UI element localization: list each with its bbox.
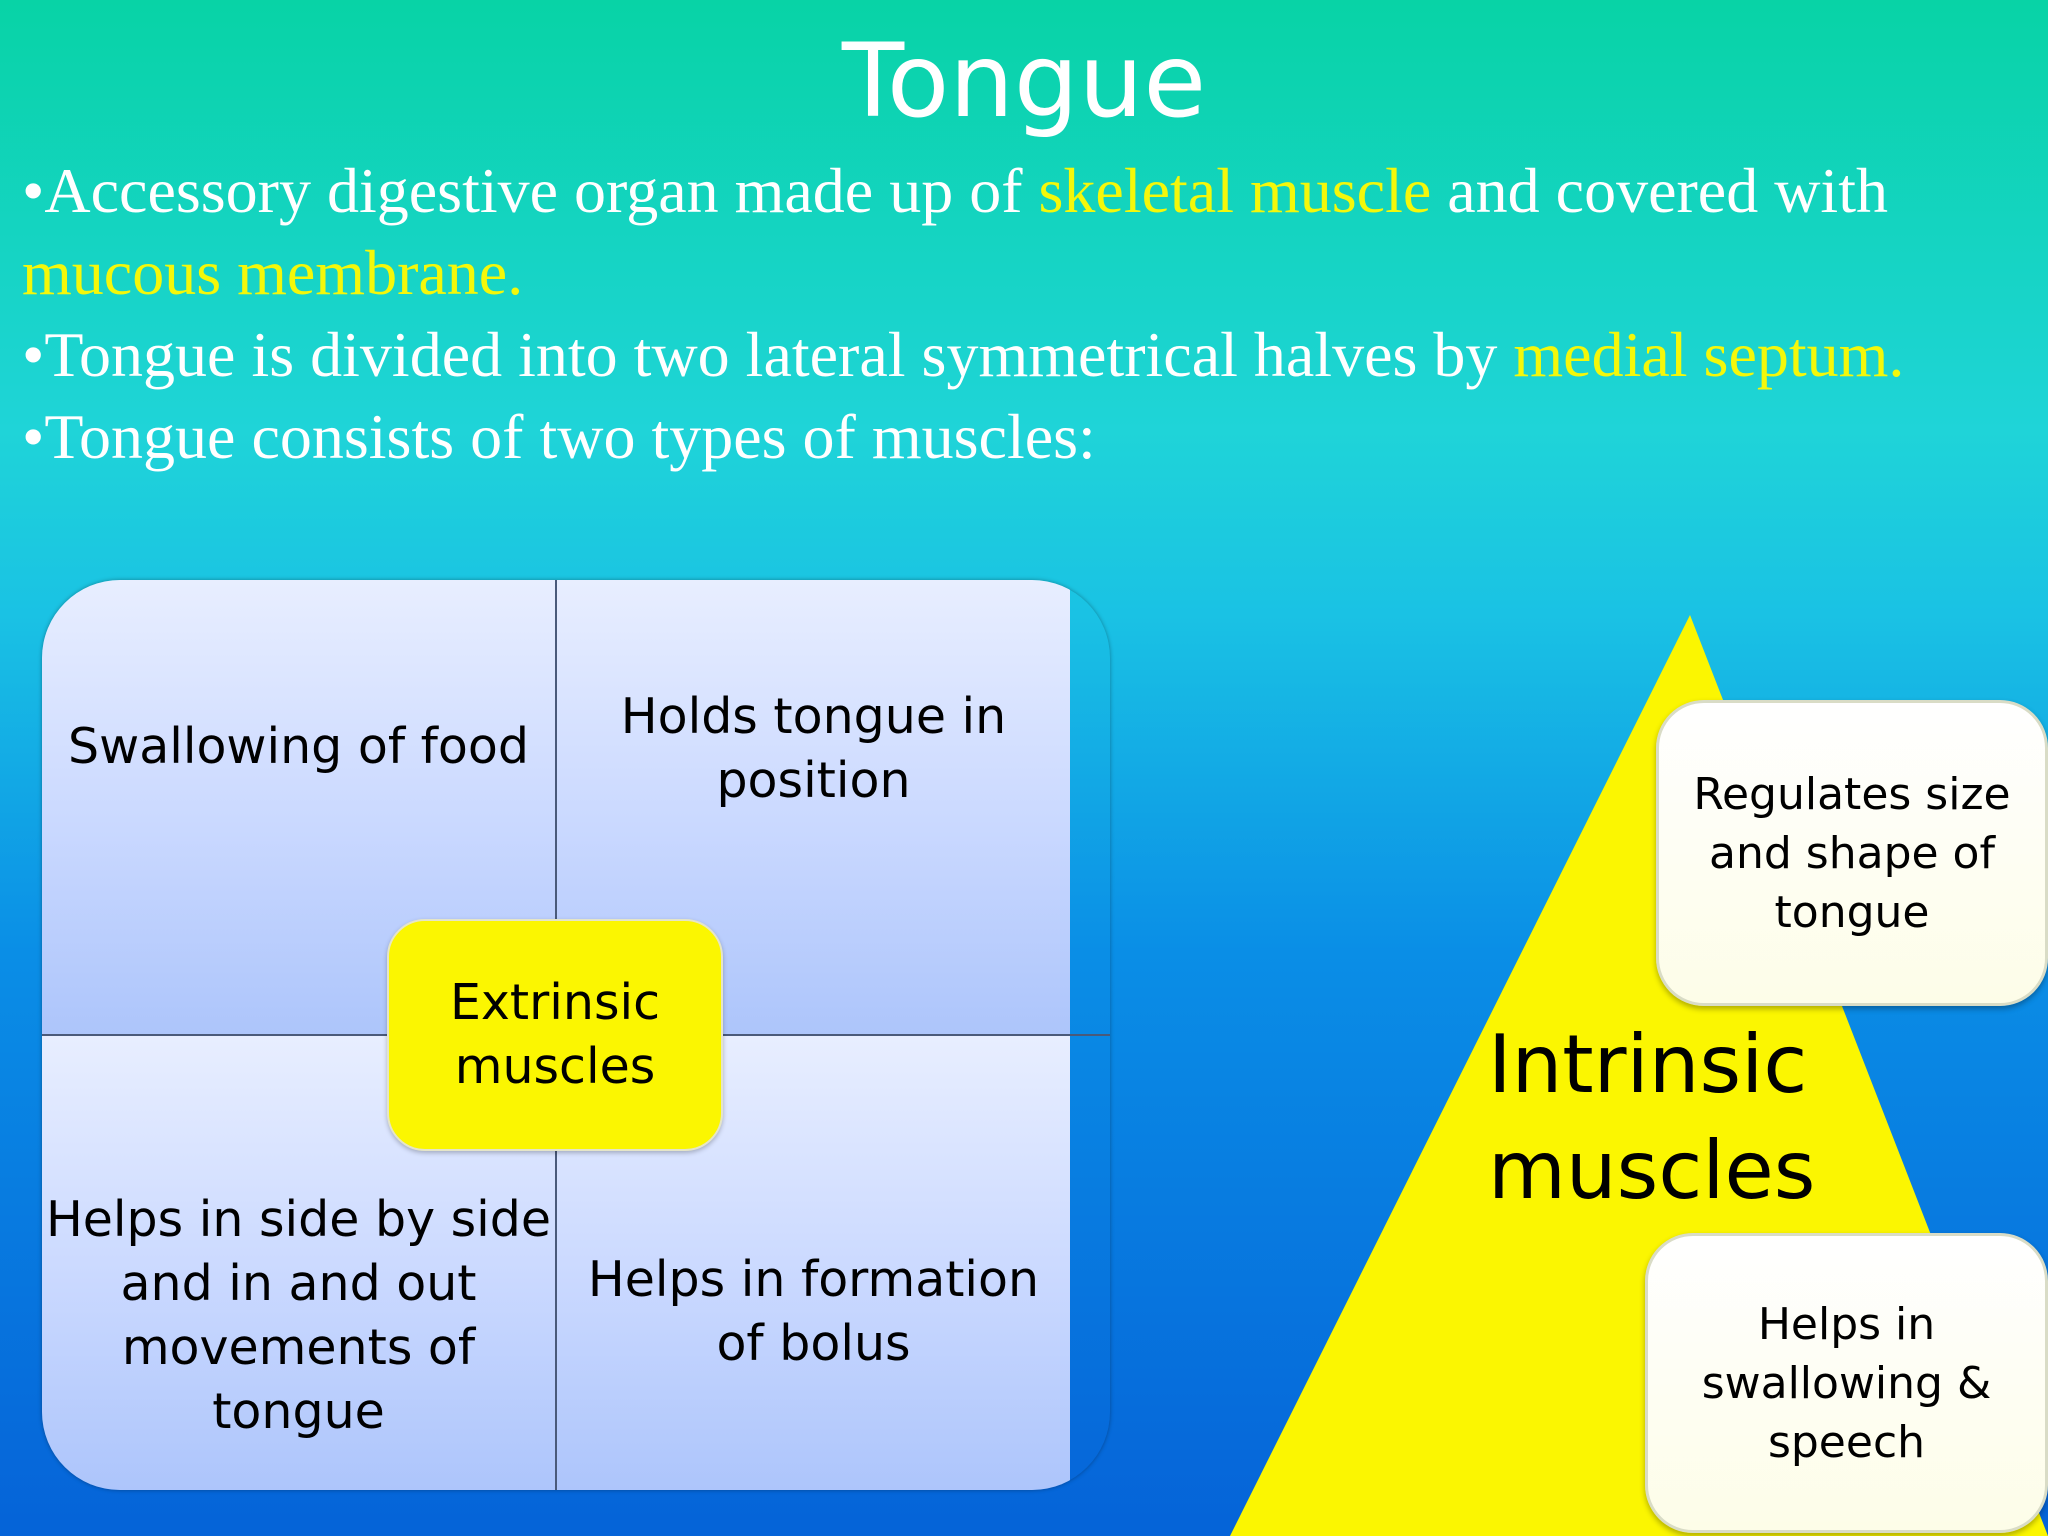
bullet-1: •Accessory digestive organ made up of sk… bbox=[22, 150, 2032, 314]
quadrant-holds-position: Holds tongue in position bbox=[557, 580, 1070, 1034]
extrinsic-center-box: Extrinsic muscles bbox=[387, 919, 723, 1151]
intrinsic-label: Intrinsic muscles bbox=[1488, 1018, 1816, 1217]
bullet-list: •Accessory digestive organ made up of sk… bbox=[22, 150, 2032, 478]
bullet-2-text: •Tongue is divided into two lateral symm… bbox=[22, 319, 1514, 390]
bullet-1-middle: and covered with bbox=[1431, 155, 1888, 226]
bullet-1-highlight-skeletal: skeletal muscle bbox=[1038, 155, 1432, 226]
bullet-2-highlight-septum: medial septum. bbox=[1513, 319, 1905, 390]
quadrant-swallowing: Swallowing of food bbox=[42, 580, 555, 1034]
bullet-2: •Tongue is divided into two lateral symm… bbox=[22, 314, 2032, 396]
bullet-1-text: •Accessory digestive organ made up of bbox=[22, 155, 1039, 226]
quadrant-movements: Helps in side by side and in and out mov… bbox=[42, 1036, 555, 1490]
bullet-1-highlight-mucous: mucous membrane. bbox=[22, 237, 524, 308]
intrinsic-card-swallowing: Helps in swallowing & speech bbox=[1645, 1233, 2048, 1533]
slide-title: Tongue bbox=[841, 22, 1207, 141]
bullet-3: •Tongue consists of two types of muscles… bbox=[22, 401, 1096, 472]
intrinsic-card-size-shape: Regulates size and shape of tongue bbox=[1656, 700, 2048, 1006]
